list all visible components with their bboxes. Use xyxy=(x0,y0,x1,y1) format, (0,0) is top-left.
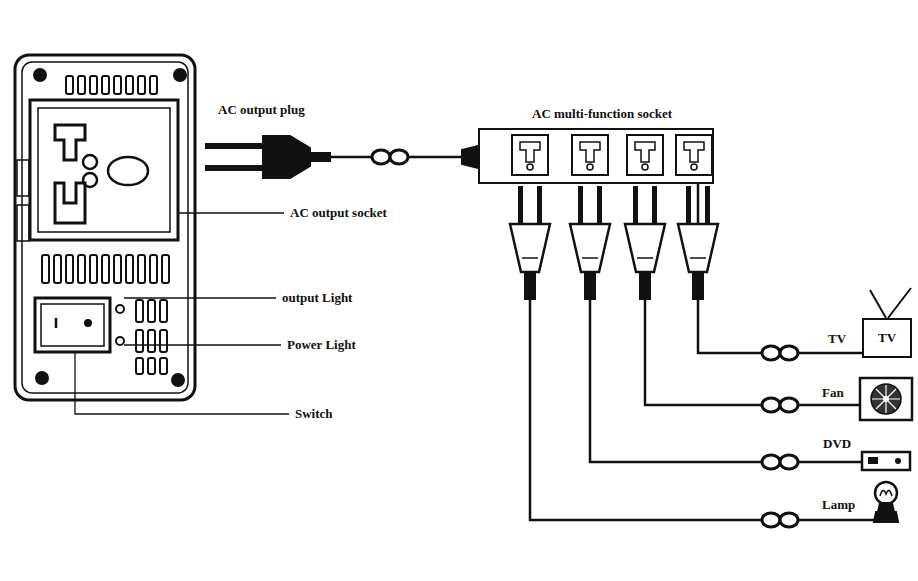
part-label: Switch xyxy=(295,406,333,422)
plug-neck xyxy=(584,272,596,300)
multi-socket-box: AC multi-function socket xyxy=(478,128,714,184)
plug-body xyxy=(625,224,665,272)
plug-pin xyxy=(518,186,523,224)
plug-band xyxy=(582,257,598,259)
cord-loops xyxy=(762,346,798,527)
part-label: Power Light xyxy=(287,337,356,353)
plug-band xyxy=(690,257,706,259)
node-label: AC multi-function socket xyxy=(532,106,672,122)
lamp-icon xyxy=(874,482,898,522)
part-label: AC output socket xyxy=(290,205,387,221)
node-label: TV xyxy=(878,330,896,346)
plug-pin xyxy=(537,186,542,224)
plug-pin xyxy=(652,186,657,224)
cord-label: TV xyxy=(826,331,848,347)
plug-neck xyxy=(524,272,536,300)
fan-icon xyxy=(860,378,912,420)
output-plug xyxy=(205,136,478,178)
plug-pin xyxy=(633,186,638,224)
device-label: DVD xyxy=(823,436,851,452)
dvd-icon xyxy=(862,452,910,470)
plug-neck xyxy=(639,272,651,300)
leader-lines xyxy=(75,213,289,414)
part-label: AC output plug xyxy=(218,102,305,118)
plug-pin xyxy=(578,186,583,224)
device-label: Lamp xyxy=(822,497,855,513)
plugs xyxy=(510,186,718,300)
tv-box: TV xyxy=(862,318,912,358)
part-label: output Light xyxy=(282,290,352,306)
plug-body xyxy=(570,224,610,272)
device-label: Fan xyxy=(822,385,844,401)
plug-band xyxy=(522,257,538,259)
power-cord xyxy=(698,184,862,353)
tv-antenna xyxy=(870,288,911,318)
plug-pin xyxy=(686,186,691,224)
device-wires xyxy=(530,300,876,520)
inverter xyxy=(15,55,195,400)
plug-body xyxy=(510,224,550,272)
plug-body xyxy=(678,224,718,272)
plug-band xyxy=(637,257,653,259)
plug-neck xyxy=(692,272,704,300)
socket-outlets xyxy=(478,128,714,184)
plug-pin xyxy=(705,186,710,224)
plug-pin xyxy=(597,186,602,224)
